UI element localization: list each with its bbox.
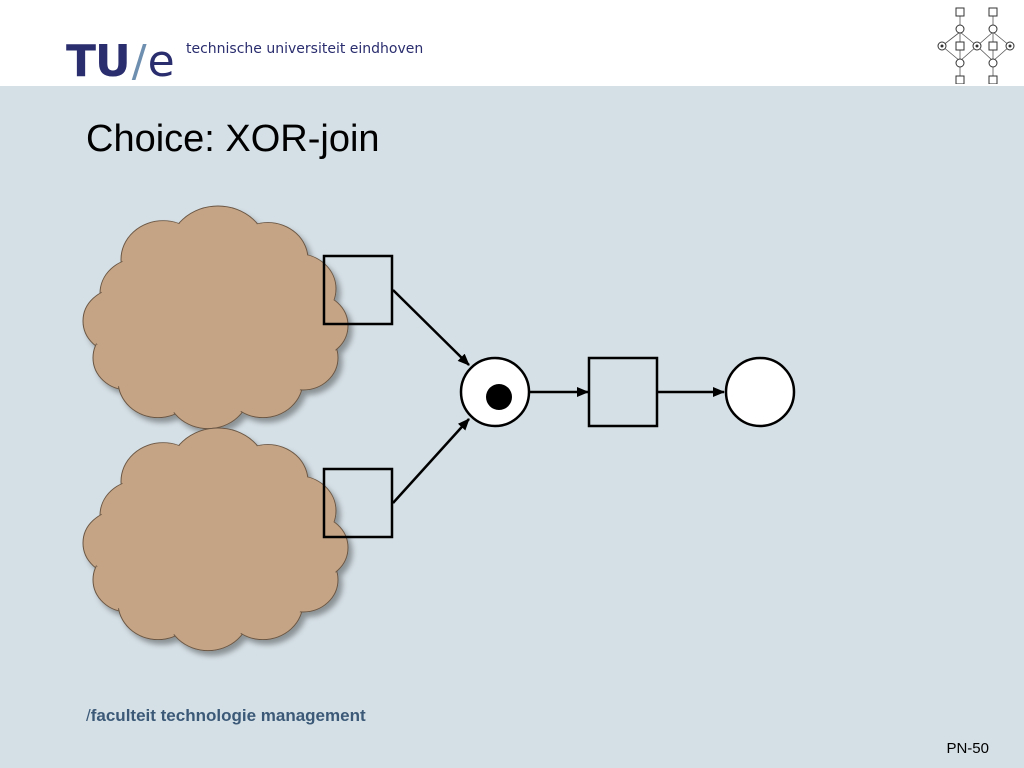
footer-text: faculteit technologie management	[90, 706, 366, 725]
slide-title: Choice: XOR-join	[86, 118, 380, 160]
footer-slash: /	[86, 706, 91, 725]
slide-background	[0, 86, 1024, 768]
university-name: technische universiteit eindhoven	[186, 41, 424, 57]
faculty-footer: /faculteit technologie management	[86, 706, 366, 726]
logo-slash: /	[131, 36, 147, 87]
arc-lower-to-place	[392, 418, 470, 504]
petri-net-corner-icon	[937, 7, 1015, 84]
transition-middle	[587, 356, 659, 428]
transition-lower	[322, 467, 394, 539]
header-bar	[0, 0, 1024, 86]
page-number: PN-50	[946, 740, 989, 757]
token	[486, 384, 512, 410]
tue-logo: TU/e	[66, 40, 175, 84]
logo-e: e	[147, 36, 175, 87]
place-output	[724, 356, 796, 428]
logo-tu: TU	[66, 36, 131, 87]
transition-upper	[322, 254, 394, 326]
arc-upper-to-place	[392, 289, 470, 366]
